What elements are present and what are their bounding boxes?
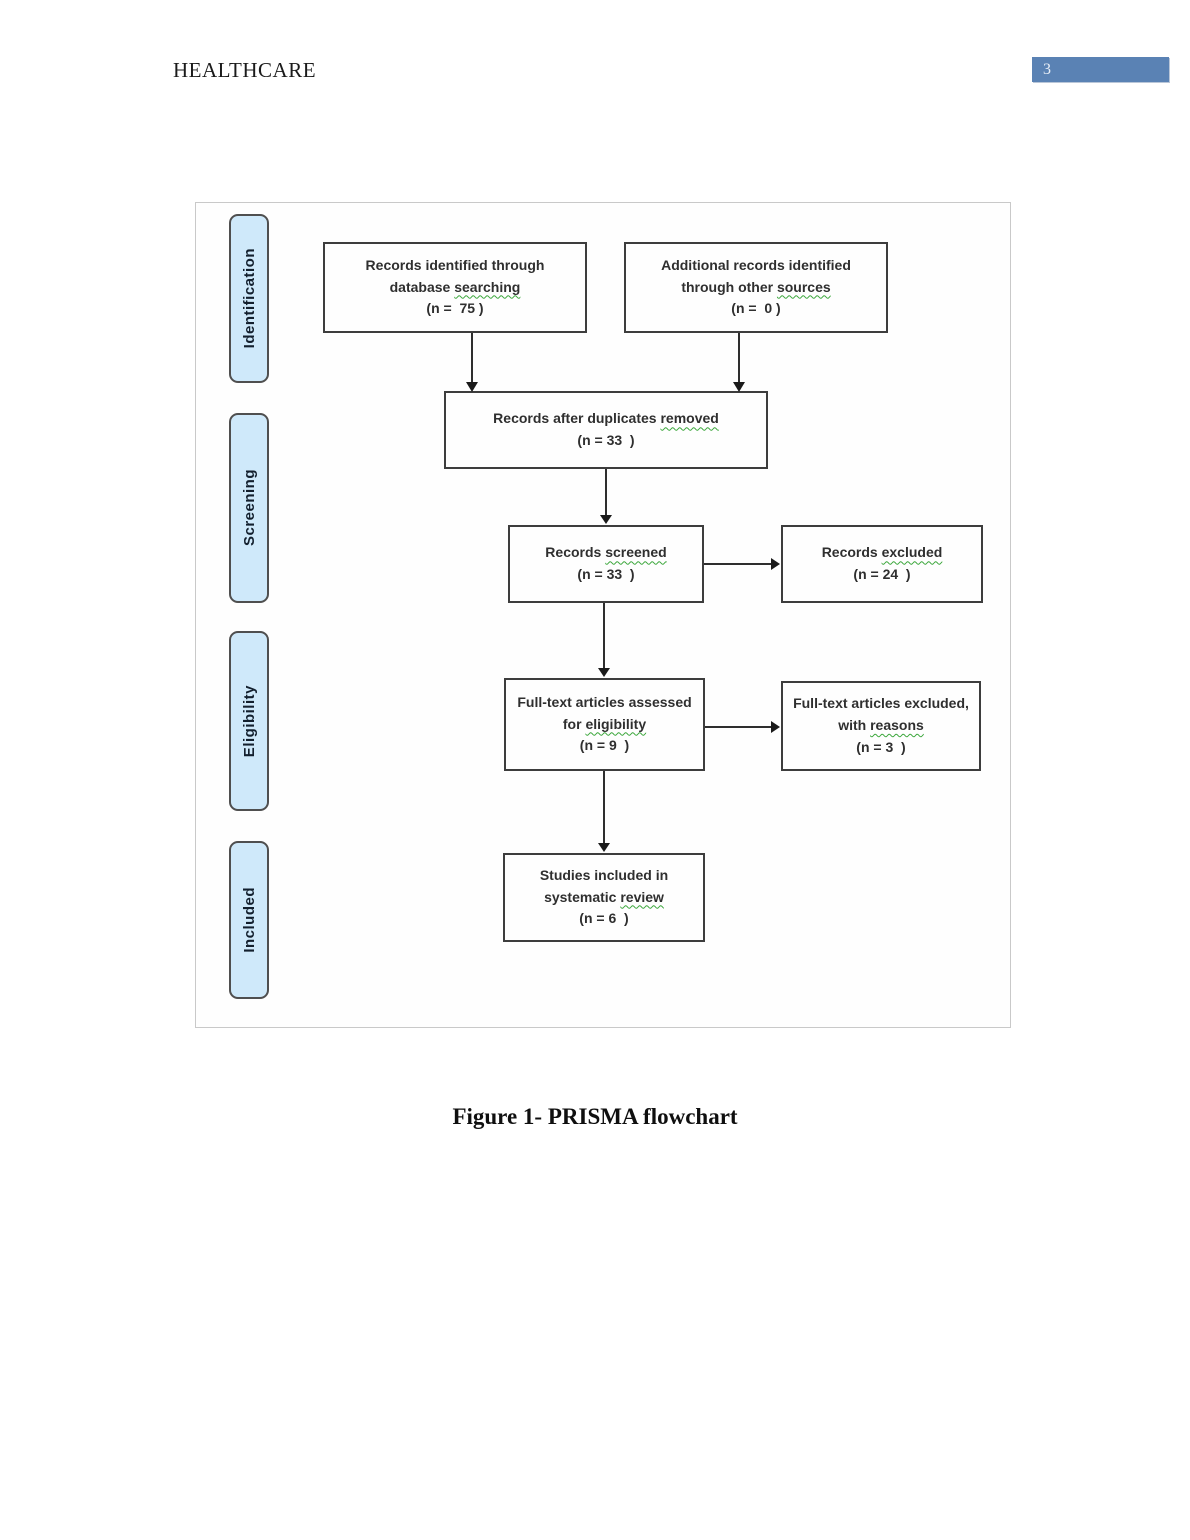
flow-box-line: through other sources [681, 278, 831, 295]
flow-box-line: Full-text articles assessed [517, 693, 692, 710]
flow-box-line: (n = 3 ) [856, 738, 906, 755]
arrowhead-screened-to-fulltext [598, 668, 610, 677]
page-number: 3 [1043, 61, 1051, 78]
flow-box-line: systematic review [544, 888, 664, 905]
flow-box-records-identified: Records identified through database searc… [323, 242, 587, 333]
flow-box-line: for eligibility [562, 715, 647, 732]
stage-label-text: Screening [240, 469, 258, 547]
arrowhead-fulltext-to-ftexcluded [771, 721, 780, 733]
flow-box-studies-included: Studies included in systematic review (n =… [503, 853, 705, 942]
flow-box-fulltext-excluded: Full-text articles excluded, with reasons… [781, 681, 981, 771]
stage-label-text: Eligibility [240, 684, 258, 758]
prisma-flowchart-figure: Identification Screening Eligibility Inc… [195, 202, 1011, 1028]
flow-box-line: Full-text articles excluded, [793, 695, 969, 712]
flow-box-line: (n = 9 ) [579, 737, 630, 754]
stage-label-identification: Identification [229, 214, 269, 383]
flow-box-records-excluded: Records excluded (n = 24 ) [781, 525, 983, 603]
flow-box-line: Records after duplicates removed [493, 410, 719, 427]
stage-label-screening: Screening [229, 413, 269, 603]
flow-box-additional-records: Additional records identified through oth… [624, 242, 888, 333]
flow-box-line: Records screened [545, 544, 667, 561]
flow-box-duplicates-removed: Records after duplicates removed (n = 33 … [444, 391, 768, 469]
flow-box-line: Records identified through [365, 256, 545, 273]
arrowhead-duplicates-to-screened [600, 515, 612, 524]
flow-box-line: (n = 33 ) [577, 432, 635, 448]
flow-box-line: (n = 33 ) [577, 566, 635, 582]
flow-box-records-screened: Records screened (n = 33 ) [508, 525, 704, 603]
figure-caption: Figure 1- PRISMA flowchart [452, 1104, 738, 1129]
flow-box-line: (n = 0 ) [731, 300, 781, 317]
flow-box-line: Additional records identified [661, 256, 851, 273]
flow-box-line: (n = 75 ) [426, 300, 484, 317]
arrowhead-fulltext-to-studies [598, 843, 610, 852]
page-number-badge: 3 [1032, 57, 1169, 82]
stage-label-included: Included [229, 841, 269, 999]
flow-box-fulltext-assessed: Full-text articles assessed for eligibili… [504, 678, 705, 771]
stage-label-text: Identification [240, 248, 258, 349]
flow-box-line: Records excluded [821, 544, 943, 561]
stage-label-eligibility: Eligibility [229, 631, 269, 811]
stage-label-text: Included [240, 887, 258, 953]
flow-box-line: Studies included in [539, 866, 669, 883]
flow-box-line: (n = 24 ) [853, 566, 911, 582]
running-head: HEALTHCARE [173, 58, 317, 82]
flow-box-line: with reasons [838, 717, 924, 734]
flow-box-line: database searching [389, 278, 521, 295]
arrowhead-screened-to-excluded [771, 558, 780, 570]
flow-box-line: (n = 6 ) [579, 910, 629, 927]
